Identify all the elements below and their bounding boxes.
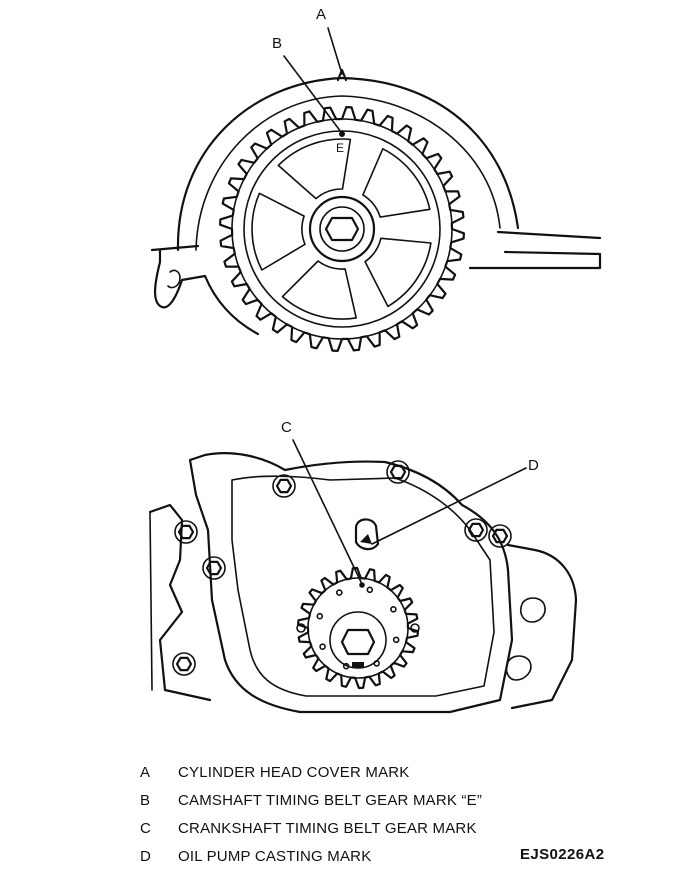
legend-row: A CYLINDER HEAD COVER MARK bbox=[140, 758, 660, 786]
crank-gear-hole bbox=[366, 586, 374, 594]
crank-gear-hole bbox=[373, 660, 381, 667]
callout-d-leader bbox=[371, 467, 527, 545]
legend-key: B bbox=[140, 791, 151, 809]
head-lower-rail bbox=[468, 250, 602, 270]
oil-pump-assembly: C D bbox=[148, 419, 578, 714]
legend-text: CRANKSHAFT TIMING BELT GEAR MARK bbox=[178, 819, 477, 837]
pump-right-boss bbox=[519, 597, 546, 623]
crank-gear-hole bbox=[335, 589, 343, 596]
oil-pump-casting-mark-notch bbox=[360, 534, 372, 544]
callout-d-label: D bbox=[528, 457, 539, 474]
crankshaft-gear-rim bbox=[307, 577, 409, 679]
callout-b-label: B bbox=[272, 35, 282, 52]
crankshaft-bolt-icon bbox=[340, 628, 376, 656]
crank-dowel-left bbox=[296, 623, 306, 633]
pump-bolt-icon bbox=[172, 652, 196, 676]
legend-text: OIL PUMP CASTING MARK bbox=[178, 847, 372, 865]
camshaft-spoke-window bbox=[281, 260, 357, 320]
cylinder-head-cover-inner-outline bbox=[195, 95, 501, 251]
camshaft-spoke-window bbox=[277, 138, 352, 200]
head-bolt-boss bbox=[167, 269, 181, 289]
camshaft-gear-mark-dot bbox=[339, 131, 345, 137]
legend-text: CAMSHAFT TIMING BELT GEAR MARK “E” bbox=[178, 791, 483, 809]
crank-gear-hole bbox=[319, 643, 326, 651]
camshaft-gear-rim bbox=[231, 118, 453, 340]
legend-key: A bbox=[140, 763, 151, 781]
oil-pump-right-body bbox=[506, 543, 578, 710]
pump-bolt-icon bbox=[272, 474, 296, 498]
crank-gear-hole bbox=[342, 662, 350, 670]
oil-pump-housing-outline bbox=[188, 452, 514, 714]
camshaft-hub-washer bbox=[319, 206, 365, 252]
pump-bolt-icon bbox=[174, 520, 198, 544]
crank-dowel-right bbox=[410, 623, 420, 633]
legend-row: C CRANKSHAFT TIMING BELT GEAR MARK bbox=[140, 814, 660, 842]
pump-bolt-icon bbox=[386, 460, 410, 484]
camshaft-gear-inner-rim bbox=[243, 130, 441, 328]
camshaft-bolt-icon bbox=[324, 216, 360, 242]
camshaft-spoke-window bbox=[364, 237, 432, 308]
crank-gear-hole bbox=[390, 605, 397, 613]
callout-a-leader bbox=[327, 27, 343, 75]
crankshaft-key bbox=[352, 662, 364, 668]
timing-marks-diagram: E A B bbox=[148, 6, 602, 714]
crankshaft-gear-holes bbox=[316, 586, 400, 670]
figure-code: EJS0226A2 bbox=[520, 846, 605, 863]
callout-b-leader bbox=[283, 55, 342, 133]
callout-a-label: A bbox=[316, 6, 326, 23]
oil-pump-housing-inner bbox=[231, 475, 495, 697]
camshaft-gear-spokes bbox=[251, 138, 432, 320]
crank-gear-hole bbox=[392, 636, 400, 644]
cylinder-head-cover-mark bbox=[336, 68, 348, 82]
camshaft-gear-mark-label: E bbox=[336, 141, 344, 155]
pump-bolt-icon bbox=[464, 518, 488, 542]
legend-row: D OIL PUMP CASTING MARK bbox=[140, 842, 660, 870]
pump-bolt-icon bbox=[202, 556, 226, 580]
head-ledge-line bbox=[150, 244, 200, 252]
legend: A CYLINDER HEAD COVER MARK B CAMSHAFT TI… bbox=[140, 758, 660, 870]
head-upper-rail bbox=[496, 230, 602, 240]
cylinder-head-cover-outline bbox=[176, 76, 520, 252]
callout-c-label: C bbox=[281, 419, 292, 436]
camshaft-gear-hub bbox=[308, 195, 376, 263]
cylinder-head-body bbox=[154, 248, 260, 336]
pump-bolt-icon bbox=[488, 524, 512, 548]
legend-text: CYLINDER HEAD COVER MARK bbox=[178, 763, 410, 781]
crank-gear-hole bbox=[316, 612, 324, 620]
oil-pump-bolts bbox=[172, 460, 512, 676]
crankshaft-gear-hub bbox=[329, 611, 387, 669]
legend-key: D bbox=[140, 847, 152, 865]
camshaft-spoke-window bbox=[251, 192, 306, 271]
camshaft-spoke-window bbox=[362, 148, 431, 218]
oil-pump-casting-mark bbox=[354, 518, 380, 551]
legend-key: C bbox=[140, 819, 152, 837]
pump-lower-right-boss bbox=[505, 655, 532, 681]
legend-row: B CAMSHAFT TIMING BELT GEAR MARK “E” bbox=[140, 786, 660, 814]
engine-block-left-edge bbox=[149, 511, 153, 691]
crankshaft-gear-teeth bbox=[297, 566, 419, 690]
camshaft-assembly: E A B bbox=[150, 6, 602, 352]
engine-block-left-outline bbox=[148, 503, 212, 702]
crankshaft-gear-mark-dot bbox=[359, 582, 365, 588]
callout-c-leader bbox=[292, 439, 362, 583]
